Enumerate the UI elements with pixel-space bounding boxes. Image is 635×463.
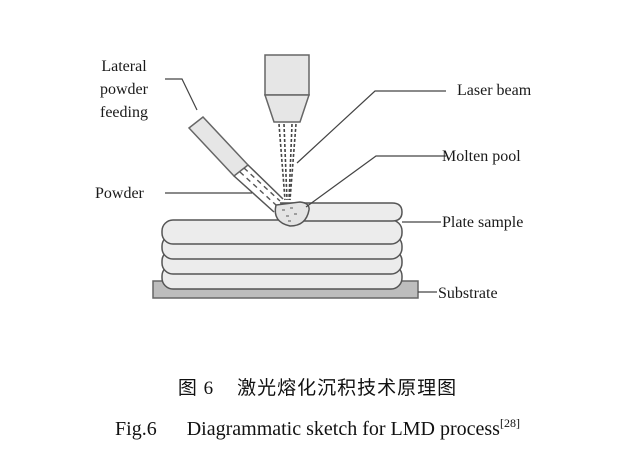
- caption-en-text: Diagrammatic sketch for LMD process: [186, 418, 500, 440]
- label-laser-beam: Laser beam: [457, 82, 532, 99]
- laser-beam: [278, 123, 297, 201]
- label-lateral-feeding-1: Lateral: [101, 58, 147, 75]
- caption-chinese: 图 6 激光熔化沉积技术原理图: [0, 373, 635, 400]
- layer-5-partial: [280, 202, 403, 222]
- deposited-layers: [161, 202, 403, 290]
- label-powder: Powder: [95, 185, 145, 202]
- molten-pool: [274, 201, 310, 227]
- caption-cn-prefix: 图 6: [177, 378, 215, 399]
- label-lateral-feeding-2: powder: [100, 81, 149, 98]
- powder-nozzle: [187, 115, 284, 213]
- label-substrate: Substrate: [438, 285, 498, 302]
- label-lateral-feeding-3: feeding: [100, 104, 148, 121]
- leader-lines: [165, 78, 446, 293]
- caption-english: Fig.6 Diagrammatic sketch for LMD process…: [0, 416, 635, 441]
- caption-reference: [28]: [499, 416, 520, 430]
- caption-cn-text: 激光熔化沉积技术原理图: [237, 378, 458, 399]
- label-molten-pool: Molten pool: [442, 148, 521, 165]
- caption-en-prefix: Fig.6: [115, 418, 157, 440]
- label-plate-sample: Plate sample: [442, 214, 523, 231]
- laser-head: [263, 54, 311, 123]
